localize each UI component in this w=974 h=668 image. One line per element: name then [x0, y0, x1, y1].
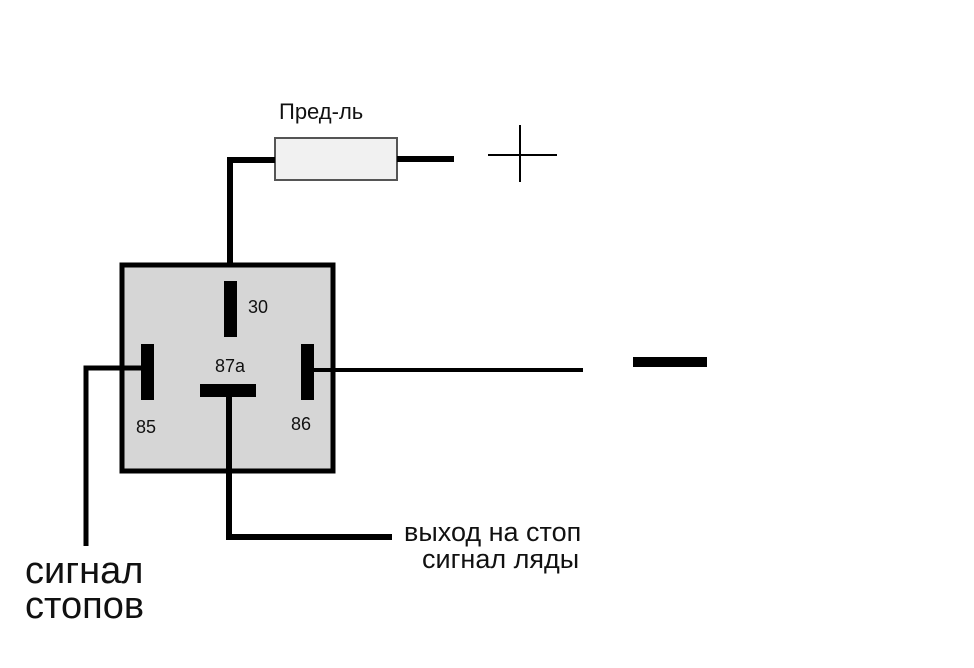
pin-86-label: 86 — [291, 414, 311, 434]
pin-87a — [200, 384, 256, 397]
minus-terminal-icon — [633, 357, 707, 367]
output-label-line1: выход на стоп — [404, 517, 581, 547]
pin-86 — [301, 344, 314, 400]
fuse-label: Пред-ль — [279, 99, 363, 124]
wire-30-to-fuse — [227, 157, 275, 286]
output-label-line2: сигнал ляды — [422, 544, 579, 574]
pin-87a-label: 87а — [215, 356, 246, 376]
plus-terminal-icon — [488, 125, 557, 182]
pin-30-label: 30 — [248, 297, 268, 317]
fuse — [274, 137, 398, 181]
input-label-line2: стопов — [25, 585, 144, 627]
pin-85 — [141, 344, 154, 400]
pin-30 — [224, 281, 237, 337]
wire-85-to-input — [83, 365, 141, 546]
input-label-line1: сигнал — [25, 550, 143, 592]
wire-87a-to-output — [226, 397, 392, 540]
pin-85-label: 85 — [136, 417, 156, 437]
